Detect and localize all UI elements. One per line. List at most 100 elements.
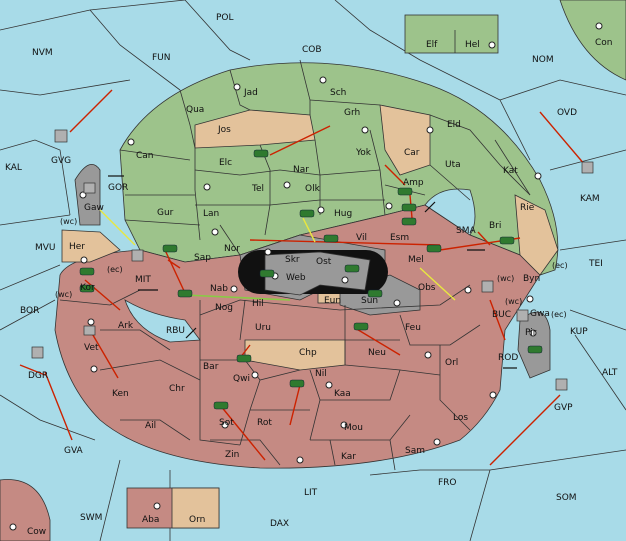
coast-wc-gwa: (wc)	[505, 297, 522, 306]
label-ken: Ken	[112, 389, 129, 399]
label-ark: Ark	[118, 321, 134, 331]
label-gur: Gur	[157, 208, 174, 218]
sea-fro: FRO	[438, 478, 457, 488]
label-orl: Orl	[445, 358, 458, 368]
label-chr: Chr	[169, 384, 185, 394]
sea-rod: ROD	[498, 353, 518, 363]
label-vil: Vil	[356, 233, 367, 243]
label-kam: KAM	[580, 194, 600, 204]
label-elc: Elc	[219, 158, 232, 168]
sea-pol: POL	[216, 13, 234, 23]
label-sun: Sun	[361, 296, 378, 306]
label-mel: Mel	[408, 255, 424, 265]
label-vet: Vet	[84, 343, 99, 353]
label-qua: Qua	[186, 105, 204, 115]
label-bar: Bar	[203, 362, 219, 372]
convoy-line	[184, 294, 291, 301]
label-zin: Zin	[225, 450, 239, 460]
label-gvp: GVP	[554, 403, 573, 413]
label-obs: Obs	[418, 283, 436, 293]
sea-sma: SMA	[456, 226, 476, 236]
label-can: Can	[136, 151, 154, 161]
label-dgr: DGR	[28, 371, 48, 381]
label-nil: Nil	[315, 369, 327, 379]
sea-sma-inner	[424, 188, 476, 236]
label-sam: Sam	[405, 446, 425, 456]
label-hel: Hel	[465, 40, 480, 50]
label-nar: Nar	[293, 165, 309, 175]
sea-cob: COB	[302, 45, 322, 55]
label-con: Con	[595, 38, 613, 48]
label-kat: Kat	[503, 166, 518, 176]
sea-nom: NOM	[532, 55, 554, 65]
label-qwi: Qwi	[233, 374, 250, 384]
label-car: Car	[404, 148, 420, 158]
island-north	[404, 14, 499, 54]
sea-ovd: OVD	[557, 108, 577, 118]
coast-ec-byn: (ec)	[552, 261, 568, 270]
label-rot: Rot	[257, 418, 272, 428]
coast-wc-her: (wc)	[60, 217, 77, 226]
label-olk: Olk	[305, 184, 321, 194]
label-hug: Hug	[334, 209, 352, 219]
label-eld: Eld	[447, 120, 461, 130]
order-arrows	[19, 89, 586, 466]
label-skr: Skr	[285, 255, 300, 265]
label-uru: Uru	[255, 323, 271, 333]
label-grh: Grh	[344, 108, 360, 118]
coast-wc-kor: (wc)	[55, 290, 72, 299]
label-mou: Mou	[344, 423, 363, 433]
supply-centres	[9, 22, 603, 531]
label-sot: Sot	[219, 418, 234, 428]
label-sap: Sap	[194, 253, 211, 263]
coast-ec-gwa: (ec)	[551, 310, 567, 319]
label-kaa: Kaa	[334, 389, 351, 399]
province-byn	[514, 194, 559, 276]
sea-fun: FUN	[152, 53, 171, 63]
label-nog: Nog	[215, 303, 233, 313]
label-yok: Yok	[355, 148, 372, 158]
internal-borders	[59, 59, 531, 471]
sea-link-arrows	[108, 175, 517, 369]
label-web: Web	[286, 273, 306, 283]
label-los: Los	[453, 413, 468, 423]
label-uta: Uta	[445, 160, 461, 170]
sea-bor: BOR	[20, 306, 39, 316]
label-jos: Jos	[217, 125, 231, 135]
sea-lit: LIT	[304, 488, 318, 498]
sea-mit: MIT	[135, 275, 151, 285]
sea-gor: GOR	[108, 183, 128, 193]
province-car	[379, 104, 431, 176]
label-chp: Chp	[299, 348, 317, 358]
sea-swm: SWM	[80, 513, 102, 523]
label-ost: Ost	[316, 257, 332, 267]
sea-tei: TEI	[588, 259, 603, 269]
sea-som: SOM	[556, 493, 577, 503]
label-elf: Elf	[426, 40, 438, 50]
support-lines	[99, 209, 456, 301]
label-gvg: GVG	[51, 156, 71, 166]
sea-gva: GVA	[64, 446, 84, 456]
label-amp: Amp	[403, 178, 424, 188]
label-nor: Nor	[224, 244, 240, 254]
label-hil: Hil	[252, 299, 264, 309]
sea-kup: KUP	[570, 327, 588, 337]
label-pir: Pir	[525, 328, 537, 338]
label-esm: Esm	[390, 233, 409, 243]
label-sch: Sch	[330, 88, 346, 98]
label-nab: Nab	[210, 284, 228, 294]
coast-wc-byn: (wc)	[497, 274, 514, 283]
label-buc: BUC	[492, 310, 511, 320]
sea-mvu: MVU	[35, 243, 56, 253]
label-her: Her	[69, 242, 85, 252]
label-orn: Orn	[189, 515, 205, 525]
label-lan: Lan	[203, 209, 219, 219]
sea-nvm: NVM	[32, 48, 53, 58]
units	[31, 129, 594, 410]
label-feu: Feu	[405, 323, 421, 333]
label-bri: Bri	[489, 221, 501, 231]
label-ail: Ail	[145, 421, 156, 431]
label-kor: Kor	[80, 283, 95, 293]
